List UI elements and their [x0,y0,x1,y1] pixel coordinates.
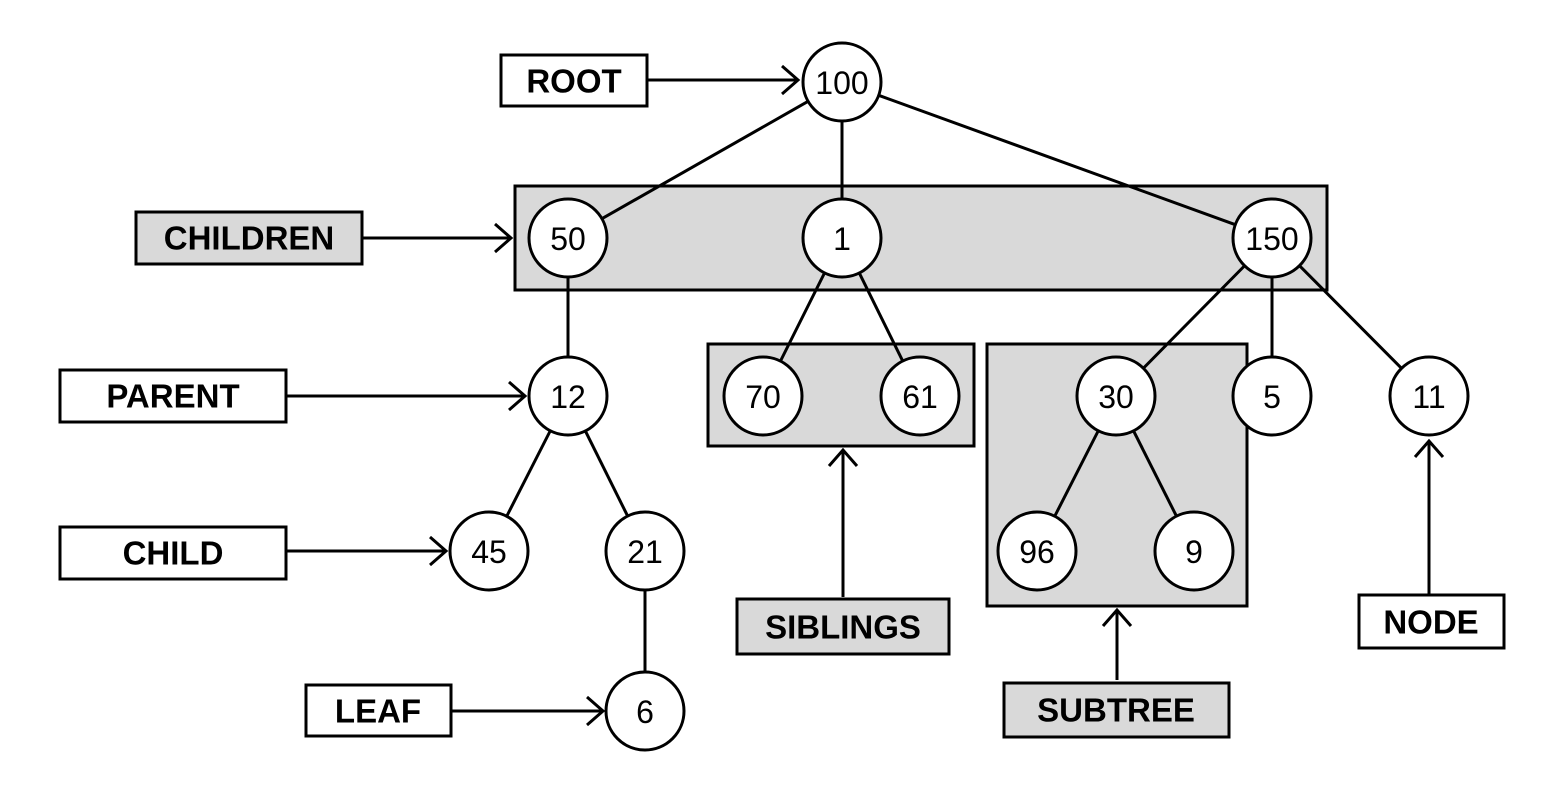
tree-node-circle [604,670,686,752]
label-children: CHILDREN [134,210,364,266]
label-siblings-box [735,597,951,656]
tree-node-21: 21 [604,510,686,592]
tree-node-circle [527,197,609,279]
edge-150-30 [1142,264,1246,370]
tree-node-5: 5 [1231,355,1313,437]
tree-node-circle [527,355,609,437]
label-root-box [499,53,649,108]
label-parent-text: PARENT [106,378,239,415]
tree-node-value: 96 [1019,534,1055,570]
tree-node-circle [448,510,530,592]
tree-node-value: 9 [1185,534,1203,570]
child-arrowhead [429,535,449,567]
edge-30-9 [1132,430,1178,517]
node-arrowhead [1413,438,1445,458]
tree-node-circle [722,355,804,437]
label-parent: PARENT [58,368,288,424]
edges [505,93,1403,672]
tree-node-70: 70 [722,355,804,437]
tree-node-value: 50 [550,221,586,257]
tree-node-circle [604,510,686,592]
label-child: CHILD [58,525,288,581]
label-node: NODE [1357,593,1506,650]
label-leaf: LEAF [304,683,453,738]
tree-node-circle [1075,355,1157,437]
label-root: ROOT [499,53,649,108]
label-subtree-text: SUBTREE [1037,692,1195,729]
parent-arrowhead [508,380,528,412]
edge-1-61 [857,272,905,362]
edge-12-21 [584,430,629,517]
tree-node-circle [996,510,1078,592]
tree-node-circle [801,41,883,123]
tree-node-circle [1231,197,1313,279]
tree-node-value: 12 [550,379,586,415]
label-node-box [1357,593,1506,650]
tree-node-1: 1 [801,197,883,279]
tree-node-value: 5 [1263,379,1281,415]
edge-12-45 [505,430,552,517]
tree-node-value: 100 [815,65,868,101]
tree-node-value: 6 [636,694,654,730]
subtree-arrowhead [1101,607,1133,627]
tree-node-11: 11 [1388,355,1470,437]
children-group-box [513,184,1329,292]
edge-1-70 [779,272,826,362]
tree-node-circle [801,197,883,279]
label-node-text: NODE [1383,604,1478,641]
tree-node-12: 12 [527,355,609,437]
tree-node-100: 100 [801,41,883,123]
tree-node-value: 30 [1098,379,1134,415]
children-arrowhead [494,222,514,254]
edge-150-11 [1298,264,1403,370]
label-children-text: CHILDREN [164,220,335,257]
edge-100-150 [878,93,1236,227]
label-subtree: SUBTREE [1002,681,1231,739]
tree-node-value: 70 [745,379,781,415]
label-siblings-text: SIBLINGS [765,609,921,646]
label-child-text: CHILD [123,535,224,572]
tree-node-150: 150 [1231,197,1313,279]
arrows [287,64,1445,727]
label-child-box [58,525,288,581]
tree-node-96: 96 [996,510,1078,592]
label-root-text: ROOT [526,63,621,100]
label-subtree-box [1002,681,1231,739]
tree-node-value: 45 [471,534,507,570]
tree-node-circle [879,355,961,437]
tree-node-circle [1231,355,1313,437]
label-leaf-box [304,683,453,738]
tree-node-value: 1 [833,221,851,257]
tree-node-circle [1153,510,1235,592]
tree-node-30: 30 [1075,355,1157,437]
tree-node-9: 9 [1153,510,1235,592]
tree-node-value: 150 [1245,221,1298,257]
tree-node-45: 45 [448,510,530,592]
tree-node-50: 50 [527,197,609,279]
label-siblings: SIBLINGS [735,597,951,656]
edge-30-96 [1053,430,1100,517]
tree-node-value: 11 [1412,379,1445,415]
label-parent-box [58,368,288,424]
leaf-arrowhead [586,695,606,727]
tree-node-61: 61 [879,355,961,437]
label-children-box [134,210,364,266]
tree-node-value: 21 [627,534,663,570]
tree-node-6: 6 [604,670,686,752]
tree-node-value: 61 [902,379,938,415]
root-arrowhead [781,64,801,96]
edge-100-50 [601,99,809,221]
label-leaf-text: LEAF [335,693,421,730]
tree-node-circle [1388,355,1470,437]
siblings-arrowhead [827,447,859,467]
